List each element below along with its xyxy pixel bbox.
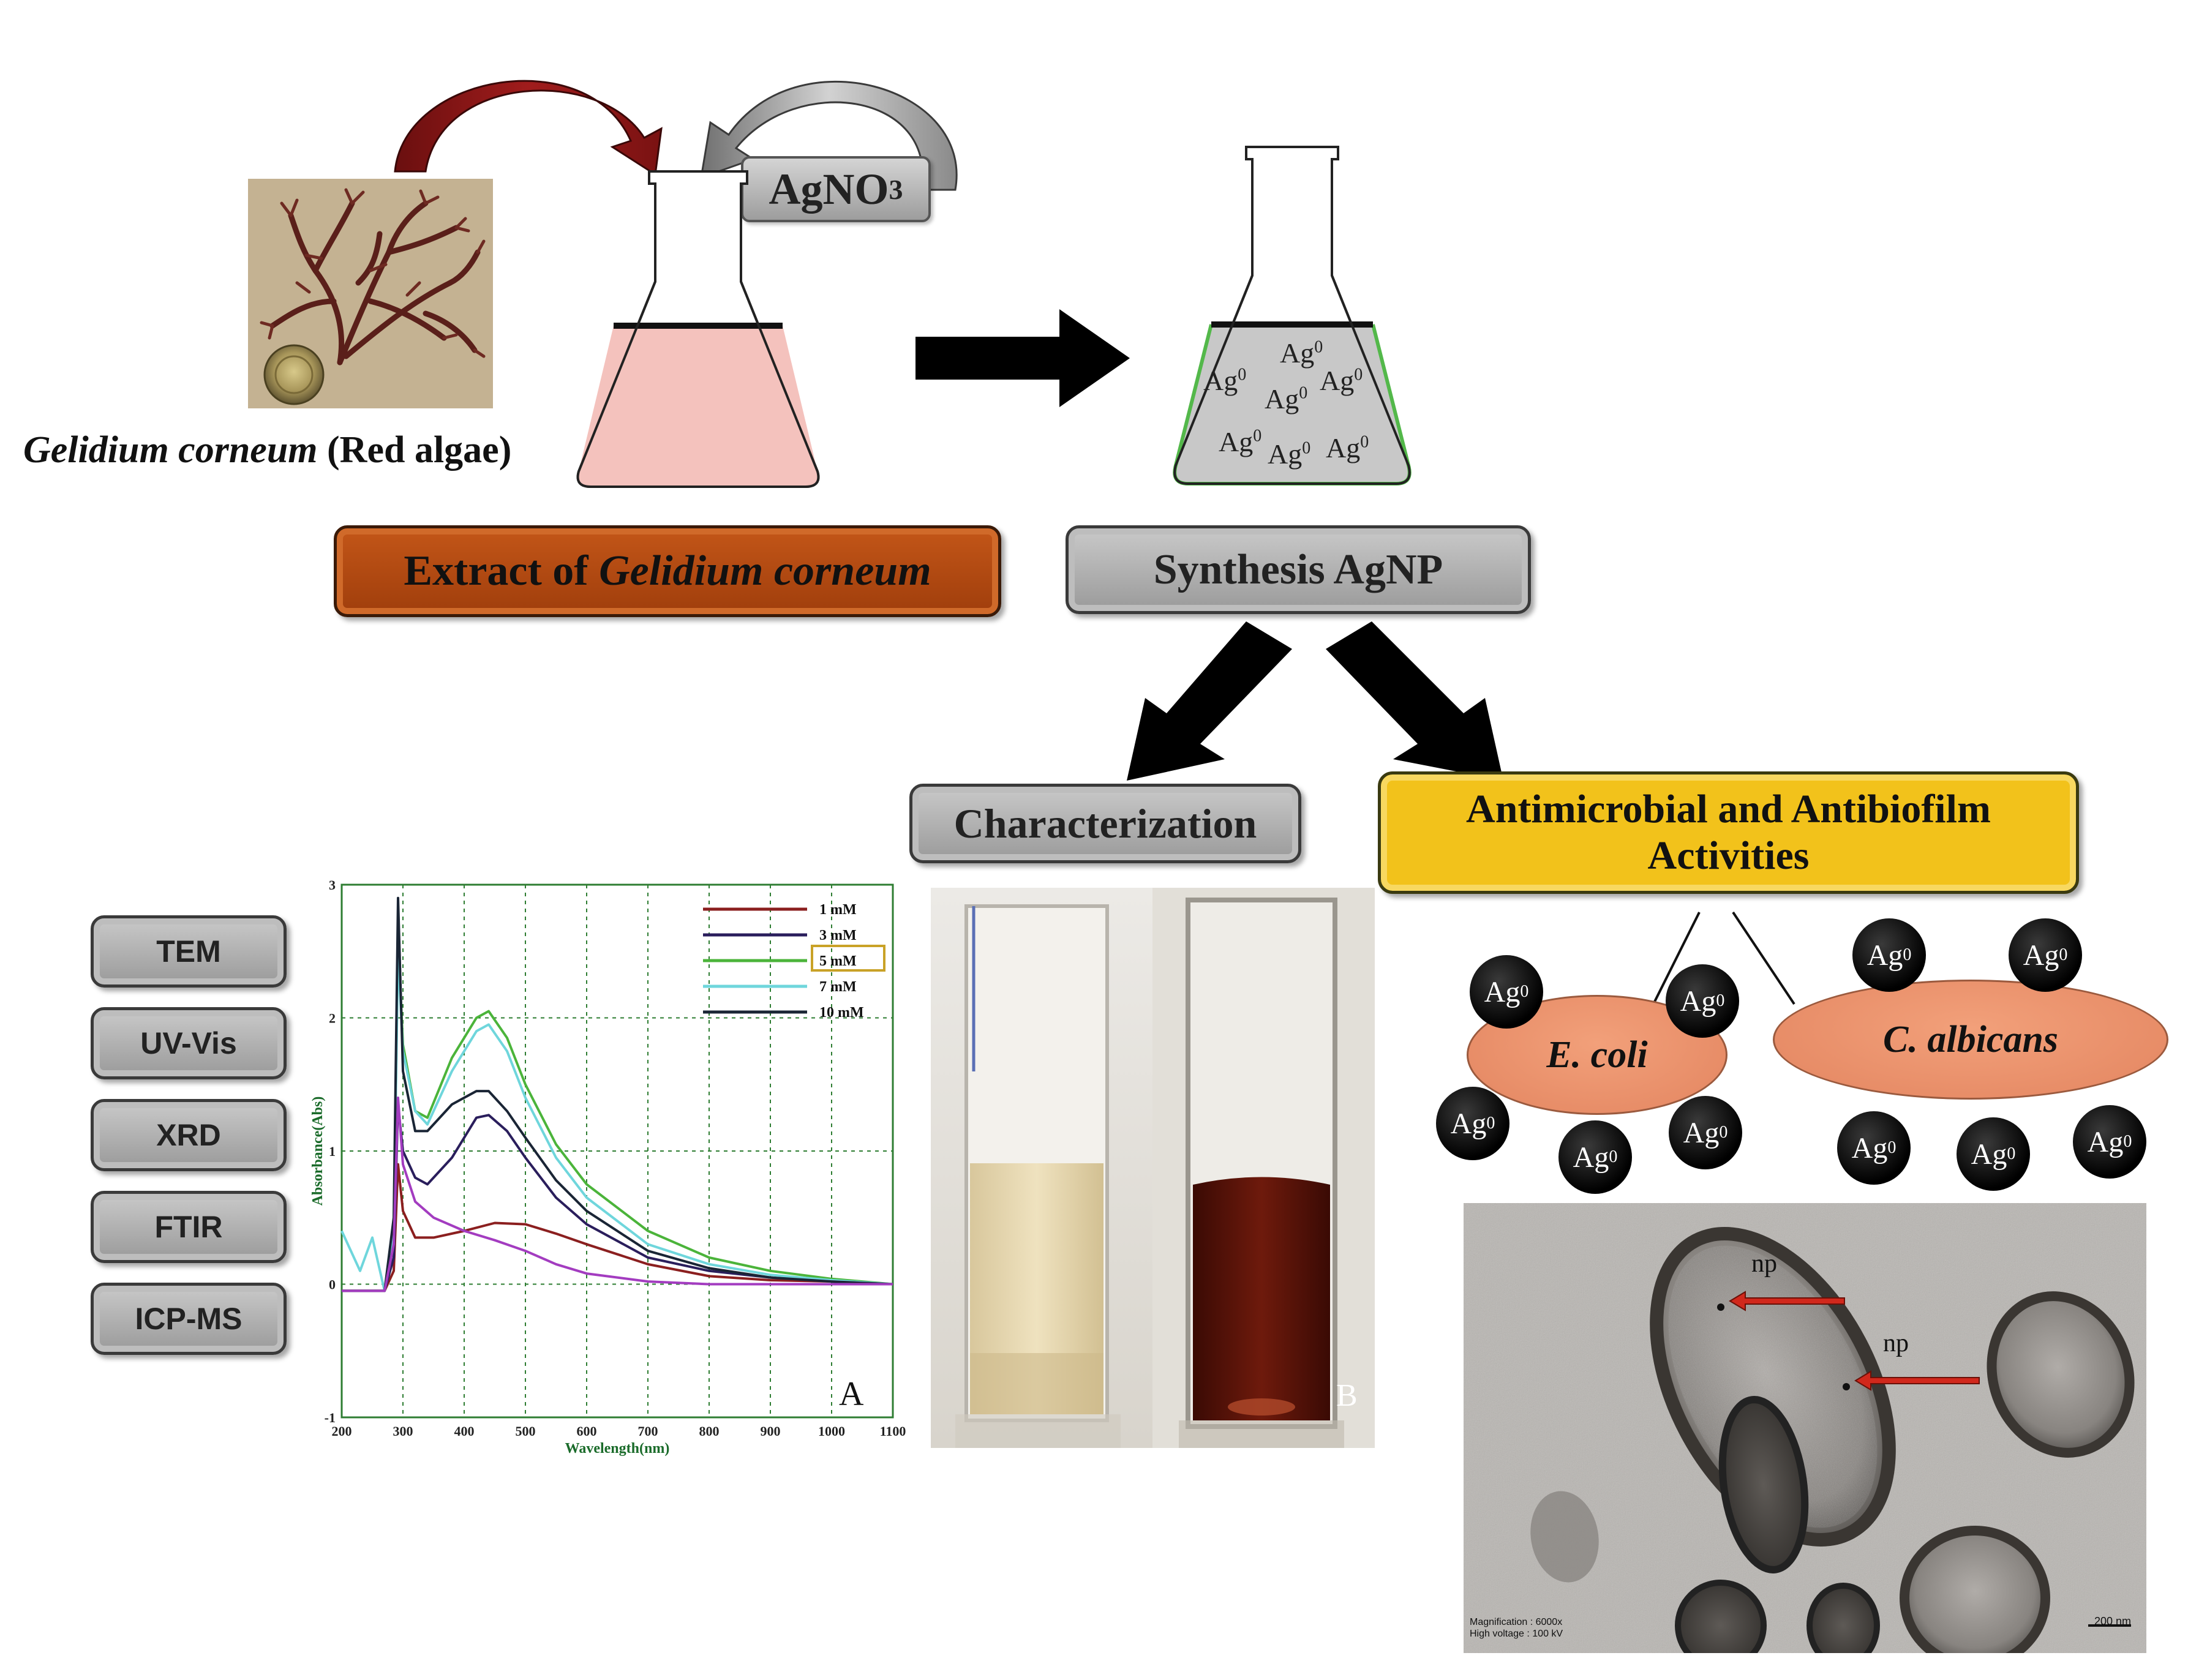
tem-meta-line1: Magnification : 6000x	[1470, 1617, 1563, 1627]
tech-button-xrd[interactable]: XRD	[91, 1099, 287, 1171]
flask-ag-label: Ag0	[1326, 432, 1369, 463]
tem-arrow	[1854, 1370, 1980, 1391]
series-line	[342, 1097, 893, 1292]
flask-ag-label: Ag0	[1280, 337, 1323, 369]
flask-ag-label: Ag0	[1219, 426, 1262, 457]
x-tick-label: 700	[638, 1423, 658, 1439]
tem-meta: Magnification : 6000x High voltage : 100…	[1470, 1616, 1563, 1640]
tem-arrow	[1729, 1291, 1845, 1311]
y-tick-label: 1	[329, 1144, 336, 1159]
legend-label: 7 mM	[819, 979, 857, 995]
series-line	[342, 1163, 893, 1292]
algae-caption: Gelidium corneum (Red algae)	[23, 429, 511, 472]
flask-ag-label: Ag0	[1203, 365, 1247, 396]
cuvette-photo	[931, 888, 1375, 1448]
legend-highlight	[811, 945, 885, 972]
y-axis-label: Absorbance(Abs)	[310, 1097, 326, 1206]
x-axis-label: Wavelength(nm)	[565, 1441, 670, 1457]
x-tick-label: 1000	[818, 1423, 845, 1439]
tem-image	[1464, 1203, 2146, 1653]
extract-box-species: Gelidium corneum	[599, 547, 931, 594]
legend-label: 3 mM	[819, 928, 857, 943]
tech-button-tem[interactable]: TEM	[91, 915, 287, 988]
tem-meta-line2: High voltage : 100 kV	[1470, 1629, 1563, 1640]
legend-label: 5 mM	[819, 953, 857, 969]
flask-extract	[576, 170, 820, 488]
plot-frame	[340, 883, 894, 1419]
process-arrow	[915, 309, 1130, 407]
np-label: np	[1751, 1250, 1777, 1278]
arrow-to-activities	[1326, 621, 1503, 781]
algae-species-name: Gelidium corneum	[23, 429, 318, 471]
np-label: np	[1883, 1329, 1909, 1357]
y-tick-label: -1	[325, 1410, 336, 1425]
panel-label-a: A	[839, 1375, 864, 1413]
curved-arrows	[394, 80, 958, 191]
flask-synthesis	[1173, 146, 1412, 486]
flask-ag-label: Ag0	[1320, 365, 1363, 396]
organism-c-albicans: C. albicans	[1773, 980, 2168, 1100]
x-tick-label: 400	[454, 1423, 475, 1439]
branch-arrows	[1127, 621, 1503, 781]
arrow-to-characterization	[1127, 621, 1292, 781]
activities-box: Antimicrobial and Antibiofilm Activities	[1378, 771, 2079, 894]
x-tick-label: 1100	[880, 1423, 906, 1439]
y-tick-label: 0	[329, 1277, 336, 1292]
y-tick-label: 3	[329, 877, 336, 893]
x-tick-label: 900	[761, 1423, 781, 1439]
x-tick-label: 800	[699, 1423, 720, 1439]
red-curved-arrow	[394, 80, 663, 176]
synthesis-box: Synthesis AgNP	[1066, 525, 1531, 614]
connector-lines	[1646, 911, 1795, 1017]
series-line	[342, 896, 893, 1292]
flask-ag-label: Ag0	[1265, 383, 1308, 414]
x-tick-label: 600	[577, 1423, 597, 1439]
brown-liquid	[1193, 1177, 1330, 1420]
uv-vis-chart: 200 300 400 500 600 700 800 900 1000 1100 -1 0 1 2 3Wa…	[310, 877, 906, 1457]
pink-liquid	[577, 326, 819, 487]
tem-scale-label: 200 nm	[2094, 1615, 2132, 1627]
legend-label: 1 mM	[819, 902, 857, 918]
x-tick-label: 200	[332, 1423, 352, 1439]
panel-label-b: B	[1336, 1378, 1358, 1413]
legend-label: 10 mM	[819, 1005, 864, 1021]
extract-box: Extract of Gelidium corneum	[334, 525, 1001, 617]
tech-button-uv-vis[interactable]: UV-Vis	[91, 1007, 287, 1079]
grey-liquid	[1175, 324, 1410, 484]
x-tick-label: 500	[516, 1423, 536, 1439]
activities-line1: Antimicrobial and Antibiofilm	[1466, 787, 1991, 832]
extract-box-prefix: Extract of	[404, 547, 600, 594]
algae-photo	[248, 179, 493, 408]
agno3-base: AgNO	[769, 164, 889, 214]
tech-button-icp-ms[interactable]: ICP-MS	[91, 1283, 287, 1355]
agno3-subscript: 3	[889, 173, 903, 205]
x-tick-label: 300	[393, 1423, 413, 1439]
algae-caption-suffix: (Red algae)	[317, 429, 512, 471]
activities-line2: Activities	[1647, 833, 1810, 878]
tech-button-ftir[interactable]: FTIR	[91, 1191, 287, 1263]
flask-ag-label: Ag0	[1268, 438, 1311, 470]
grey-curved-arrow	[700, 80, 958, 191]
characterization-box: Characterization	[909, 784, 1301, 863]
y-tick-label: 2	[329, 1011, 336, 1026]
